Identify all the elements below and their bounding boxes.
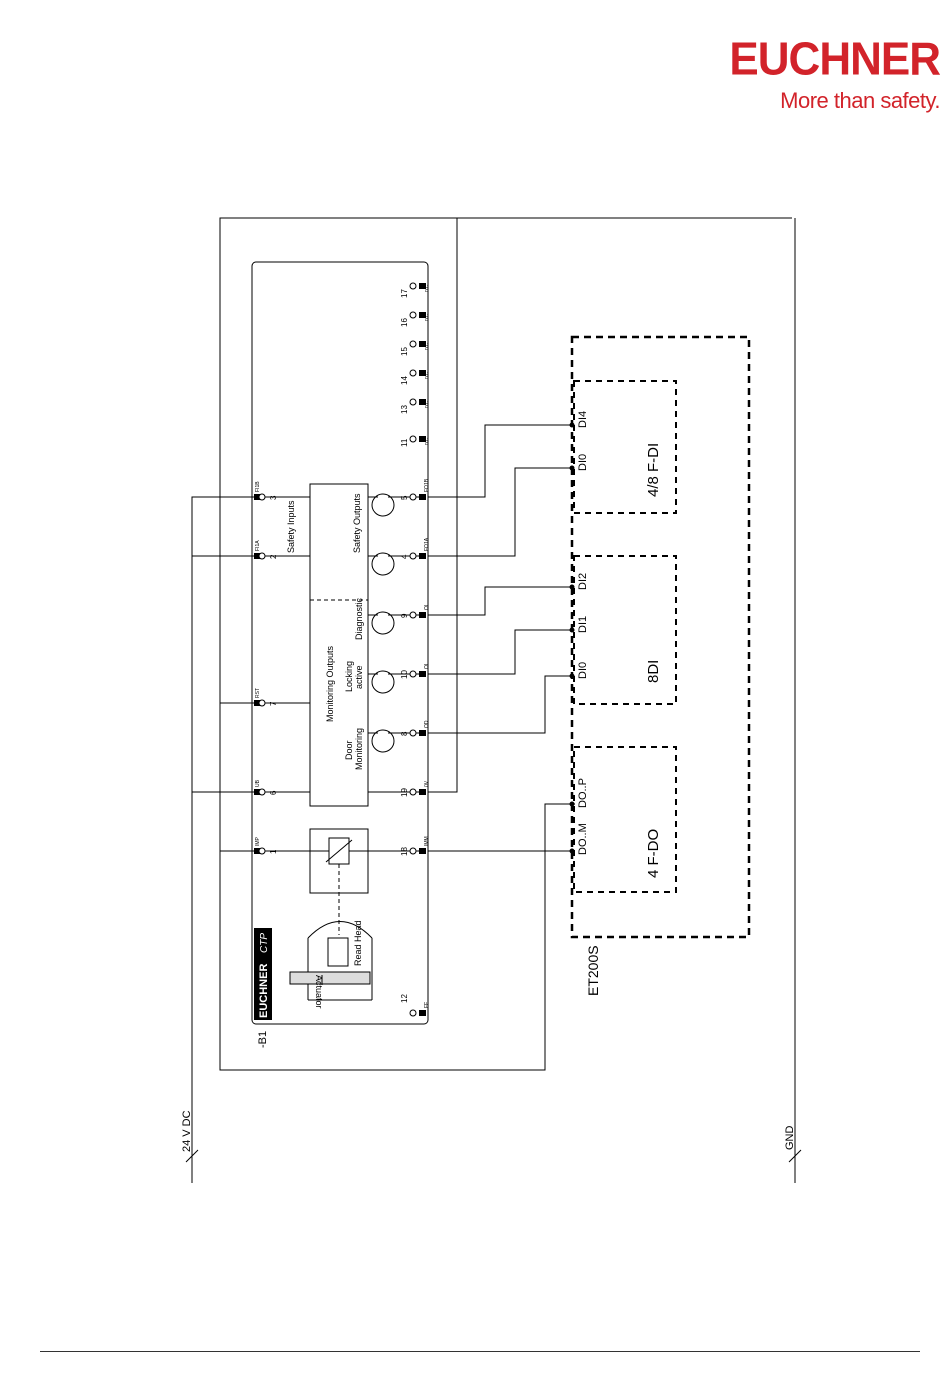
ctp-model-text: CTP [259, 933, 270, 953]
terminal-number: 8 [400, 731, 409, 736]
safety-inputs-label: Safety Inputs [286, 500, 296, 553]
door-label: Door [344, 740, 354, 760]
terminal-code: 0V [424, 780, 430, 787]
supply-branch-fi1b [191, 496, 200, 556]
terminal-code: FI1B [255, 481, 261, 492]
read-head-label: Read Head [353, 920, 363, 966]
terminal-code: n.c. [424, 313, 430, 321]
transistor-fo1b [368, 493, 424, 517]
pin-label: DI0 [577, 454, 589, 471]
monitoring-label: Monitoring [354, 728, 364, 770]
footer-divider [40, 1351, 920, 1352]
terminal-code: n.c. [424, 371, 430, 379]
terminal-number: 11 [400, 438, 409, 447]
transistor-fo1a [368, 552, 424, 576]
io-system-label: ET200S [585, 945, 601, 996]
terminal-code: IMM [424, 836, 430, 846]
wire-0v [428, 218, 458, 793]
electronics-block [309, 483, 369, 807]
wire-od [428, 675, 570, 734]
terminal-number: 19 [400, 788, 409, 797]
terminal-number: 5 [400, 495, 409, 500]
wire-fo1b [428, 424, 570, 498]
terminal-number: 6 [269, 790, 278, 795]
ctp-device-box [251, 261, 429, 1025]
terminal-code: FI1A [255, 540, 261, 551]
ground-label: GND [784, 1126, 796, 1151]
terminal-number: 9 [400, 613, 409, 618]
actuator-label: Actuator [314, 975, 324, 1009]
wire-fo1a [428, 467, 570, 557]
terminal-number: 16 [400, 318, 409, 327]
transistor-od [368, 729, 424, 753]
terminal-code: n.c. [424, 342, 430, 350]
terminal-number: 3 [269, 495, 278, 500]
terminal-number: 15 [400, 347, 409, 356]
supply-branch-fi1a [191, 555, 200, 792]
euchner-logo: EUCHNER More than safety. [729, 33, 941, 114]
terminal-code: n.c. [424, 400, 430, 408]
transistor-oi [368, 611, 424, 635]
terminal-code: RST [255, 688, 261, 698]
pin-label: DO..P [577, 778, 589, 808]
logo-tagline: More than safety. [780, 88, 940, 113]
terminal-code: FO1A [424, 537, 430, 551]
coil-block [309, 828, 369, 894]
active-label: active [354, 665, 364, 689]
module-4-8-f-di [573, 380, 677, 514]
transistor-ol [368, 670, 424, 694]
et200s-box [570, 335, 751, 939]
pin-label: DO..M [577, 823, 589, 855]
module-4-f-do [573, 746, 677, 893]
terminal-number: 10 [400, 670, 409, 679]
module-name-8di: 8DI [645, 660, 662, 683]
pin-label: DI0 [577, 662, 589, 679]
pin-label: DI2 [577, 573, 589, 590]
supply-label: 24 V DC [181, 1110, 193, 1152]
terminal-number: 13 [400, 405, 409, 414]
terminal-code: OD [424, 720, 430, 728]
wire-ol [428, 629, 570, 675]
terminal-number: 2 [269, 554, 278, 559]
terminal-code: IMP [255, 836, 261, 846]
terminal-code: FE [424, 1001, 430, 1008]
module-name-4-8-f-di: 4/8 F-DI [645, 443, 662, 497]
ctp-logo-bg [254, 928, 272, 1020]
read-head [327, 937, 349, 967]
terminal-code: n.c. [424, 284, 430, 292]
safety-outputs-label: Safety Outputs [352, 493, 362, 553]
terminal-code: FO1B [424, 478, 430, 492]
logo-brand: EUCHNER [729, 33, 941, 86]
wire-oi [428, 586, 570, 616]
ctp-logo-text: EUCHNER [258, 964, 270, 1018]
terminal-number: 1 [269, 849, 278, 854]
actuator [289, 971, 371, 985]
monitoring-outputs-label: Monitoring Outputs [325, 645, 335, 722]
pin-label: DI1 [577, 616, 589, 633]
terminal-number: 12 [400, 994, 409, 1003]
pin-label: DI4 [577, 411, 589, 428]
terminal-number: 18 [400, 847, 409, 856]
module-8di [573, 555, 677, 705]
outer-box [219, 217, 792, 1071]
diagnostic-label: Diagnostic [354, 597, 364, 640]
terminal-code: OI [424, 605, 430, 610]
terminal-number: 4 [400, 554, 409, 559]
terminal-code: n.c. [424, 437, 430, 445]
terminal-number: 17 [400, 289, 409, 298]
terminal-number: 14 [400, 376, 409, 385]
terminal-code: UB [255, 779, 261, 787]
terminal-code: OL [424, 662, 430, 669]
terminal-number: 7 [269, 701, 278, 706]
locking-label: Locking [344, 661, 354, 692]
device-ref: -B1 [257, 1031, 269, 1048]
module-name-4-f-do: 4 F-DO [645, 829, 662, 878]
